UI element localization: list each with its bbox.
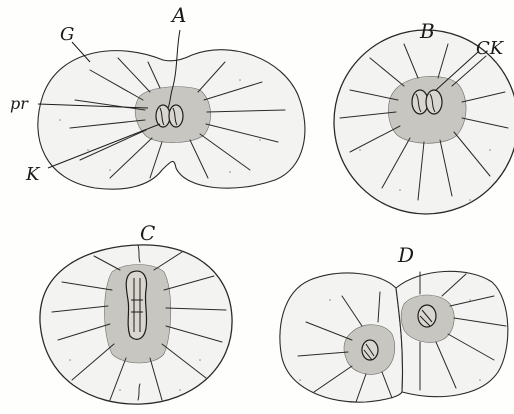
label-a: A bbox=[170, 3, 186, 27]
label-b: B bbox=[419, 19, 435, 43]
panel-c bbox=[40, 245, 232, 404]
label-k: K bbox=[25, 164, 41, 185]
label-d: D bbox=[397, 243, 414, 267]
label-c: C bbox=[140, 221, 155, 245]
panel-c-spindle-nucleus bbox=[126, 271, 146, 339]
label-g: G bbox=[60, 24, 74, 45]
panel-a bbox=[38, 30, 305, 189]
label-pr: pr bbox=[10, 94, 29, 113]
panel-d bbox=[280, 271, 508, 402]
label-ck: CK bbox=[476, 38, 505, 59]
